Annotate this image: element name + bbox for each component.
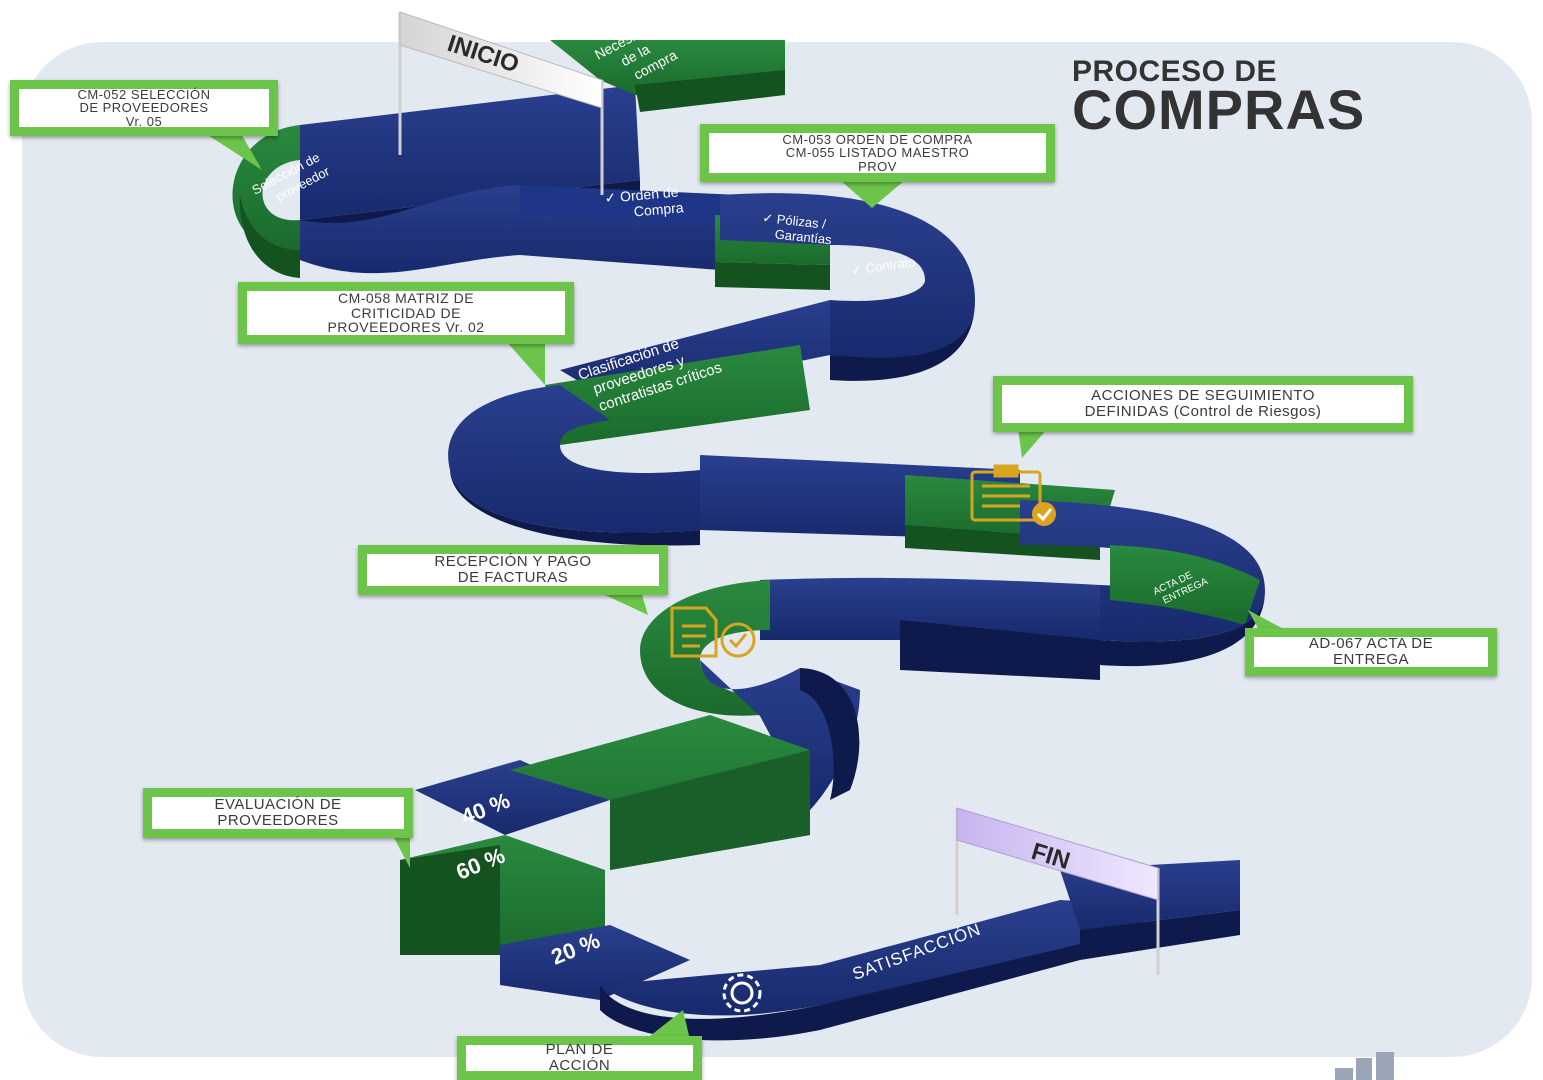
callout-cm052: CM-052 SELECCIÓN DE PROVEEDORES Vr. 05 <box>10 80 278 136</box>
clipboard-check-icon <box>970 464 1056 526</box>
track-segment-5 <box>760 577 1100 640</box>
callout-recepcion: RECEPCIÓN Y PAGO DE FACTURAS <box>358 545 668 595</box>
track-block-20 <box>500 925 690 1000</box>
building-logo-icon <box>1335 1052 1394 1080</box>
track-turn-5 <box>640 580 790 716</box>
invoice-check-icon <box>670 606 756 658</box>
track-clasificacion-block <box>545 345 810 445</box>
track-acta-block <box>1110 545 1260 625</box>
label-orden: ✓ Orden de Compra <box>604 183 684 222</box>
end-flag: FIN <box>955 807 1160 975</box>
callout-ad067: AD-067 ACTA DE ENTREGA <box>1245 628 1497 676</box>
callout-cm053: CM-053 ORDEN DE COMPRA CM-055 LISTADO MA… <box>700 124 1055 182</box>
track-bottom-curve <box>600 930 1080 1041</box>
title-line-1: PROCESO DE <box>1072 55 1278 88</box>
track-segment-1 <box>300 85 640 220</box>
callout-plan: PLAN DE ACCIÓN <box>457 1036 702 1080</box>
title-line-2: COMPRAS <box>1072 78 1366 141</box>
page-title: PROCESO DE COMPRAS <box>1072 55 1366 141</box>
label-polizas: ✓ Pólizas / Garantías <box>760 210 834 247</box>
gear-icon <box>722 973 762 1013</box>
process-track <box>232 40 1265 1041</box>
track-turn-2 <box>720 193 975 360</box>
track-orden-block <box>520 185 740 225</box>
track-turn-3 <box>448 385 700 533</box>
callout-acciones: ACCIONES DE SEGUIMIENTO DEFINIDAS (Contr… <box>993 376 1413 432</box>
callout-evaluacion: EVALUACIÓN DE PROVEEDORES <box>143 788 413 838</box>
callout-cm058: CM-058 MATRIZ DE CRITICIDAD DE PROVEEDOR… <box>238 282 574 344</box>
